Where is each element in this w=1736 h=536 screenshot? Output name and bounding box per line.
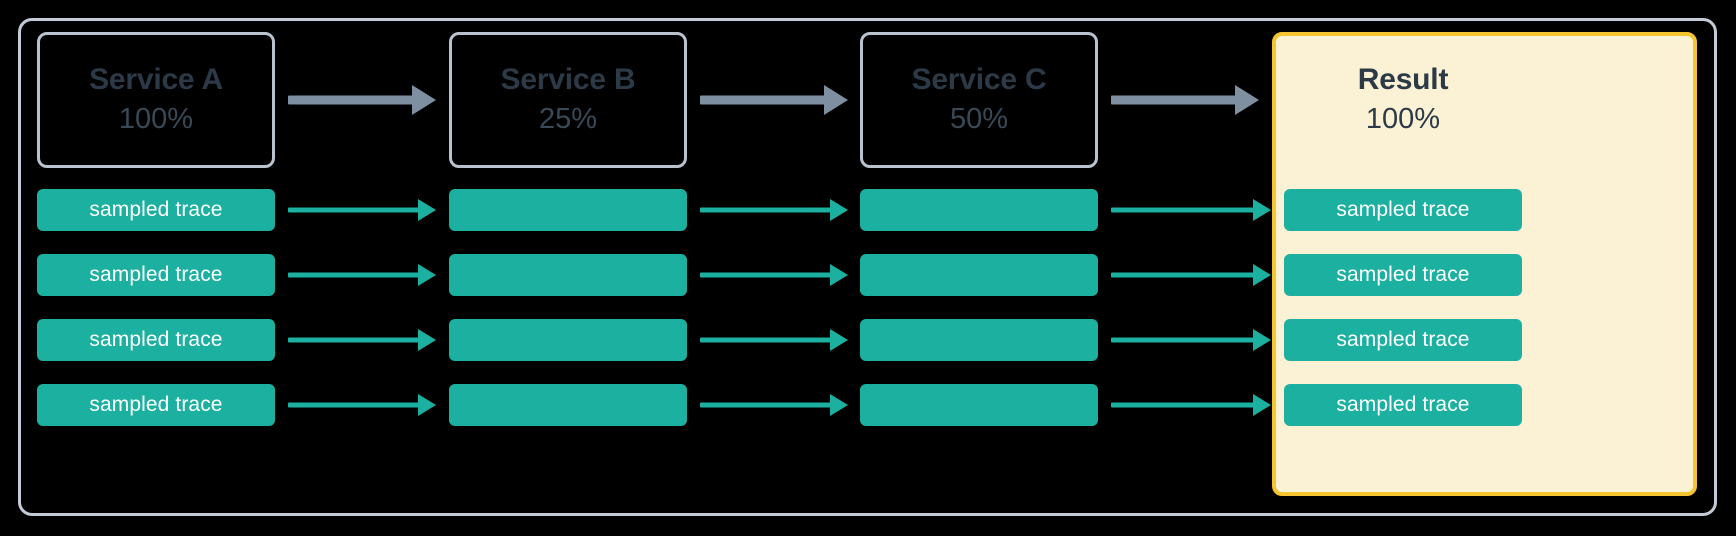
arrow-head xyxy=(418,329,436,351)
arrow-shaft xyxy=(1111,402,1255,408)
arrow-head xyxy=(830,394,848,416)
diagram-outer-frame xyxy=(18,18,1717,516)
trace-bar-service-a-row-3[interactable]: sampled trace xyxy=(37,319,275,361)
trace-arrow-c-to-result-row-4 xyxy=(1111,391,1271,419)
trace-bar-service-a-row-2[interactable]: sampled trace xyxy=(37,254,275,296)
service-box-service-c[interactable]: Service C 50% xyxy=(860,32,1098,168)
trace-bar-label: sampled trace xyxy=(1336,198,1470,221)
arrow-shaft xyxy=(288,207,420,213)
arrow-shaft xyxy=(700,402,832,408)
arrow-shaft xyxy=(1111,95,1239,105)
arrow-service-a-to-service-b xyxy=(288,85,436,115)
arrow-shaft xyxy=(288,337,420,343)
service-b-name: Service B xyxy=(500,62,636,96)
arrow-shaft xyxy=(700,337,832,343)
trace-bar-service-c-row-1[interactable] xyxy=(860,189,1098,231)
trace-arrow-b-to-c-row-3 xyxy=(700,326,848,354)
trace-arrow-b-to-c-row-4 xyxy=(700,391,848,419)
trace-bar-label: sampled trace xyxy=(1336,393,1470,416)
trace-bar-result-row-4[interactable]: sampled trace xyxy=(1284,384,1522,426)
arrow-head xyxy=(1253,329,1271,351)
trace-bar-label: sampled trace xyxy=(89,393,223,416)
service-box-service-b[interactable]: Service B 25% xyxy=(449,32,687,168)
service-c-percent: 50% xyxy=(949,103,1009,136)
arrow-head xyxy=(412,85,436,115)
trace-bar-service-c-row-3[interactable] xyxy=(860,319,1098,361)
arrow-head xyxy=(824,85,848,115)
trace-arrow-b-to-c-row-2 xyxy=(700,261,848,289)
trace-bar-label: sampled trace xyxy=(89,328,223,351)
trace-bar-service-a-row-4[interactable]: sampled trace xyxy=(37,384,275,426)
trace-arrow-a-to-b-row-1 xyxy=(288,196,436,224)
arrow-head xyxy=(418,264,436,286)
result-name: Result xyxy=(1357,62,1449,96)
arrow-shaft xyxy=(288,402,420,408)
trace-bar-label: sampled trace xyxy=(1336,328,1470,351)
arrow-head xyxy=(418,199,436,221)
trace-bar-service-c-row-4[interactable] xyxy=(860,384,1098,426)
arrow-head xyxy=(1253,394,1271,416)
arrow-shaft xyxy=(700,95,828,105)
arrow-head xyxy=(1253,199,1271,221)
arrow-shaft xyxy=(1111,272,1255,278)
trace-bar-service-c-row-2[interactable] xyxy=(860,254,1098,296)
trace-bar-service-b-row-3[interactable] xyxy=(449,319,687,361)
service-c-name: Service C xyxy=(911,62,1047,96)
service-a-percent: 100% xyxy=(118,103,194,136)
trace-arrow-c-to-result-row-1 xyxy=(1111,196,1271,224)
arrow-head xyxy=(1235,85,1259,115)
arrow-shaft xyxy=(288,272,420,278)
arrow-head xyxy=(1253,264,1271,286)
trace-arrow-a-to-b-row-4 xyxy=(288,391,436,419)
arrow-shaft xyxy=(1111,337,1255,343)
arrow-shaft xyxy=(700,272,832,278)
trace-bar-result-row-3[interactable]: sampled trace xyxy=(1284,319,1522,361)
trace-bar-service-b-row-1[interactable] xyxy=(449,189,687,231)
arrow-head xyxy=(830,264,848,286)
arrow-head xyxy=(418,394,436,416)
trace-bar-label: sampled trace xyxy=(1336,263,1470,286)
trace-bar-service-b-row-2[interactable] xyxy=(449,254,687,296)
trace-arrow-c-to-result-row-2 xyxy=(1111,261,1271,289)
trace-bar-service-b-row-4[interactable] xyxy=(449,384,687,426)
arrow-service-c-to-result xyxy=(1111,85,1259,115)
service-a-name: Service A xyxy=(89,62,223,96)
trace-bar-service-a-row-1[interactable]: sampled trace xyxy=(37,189,275,231)
arrow-service-b-to-service-c xyxy=(700,85,848,115)
trace-arrow-a-to-b-row-3 xyxy=(288,326,436,354)
trace-bar-label: sampled trace xyxy=(89,263,223,286)
arrow-shaft xyxy=(288,95,416,105)
arrow-head xyxy=(830,199,848,221)
arrow-shaft xyxy=(1111,207,1255,213)
trace-arrow-a-to-b-row-2 xyxy=(288,261,436,289)
service-b-percent: 25% xyxy=(538,103,598,136)
trace-bar-result-row-1[interactable]: sampled trace xyxy=(1284,189,1522,231)
arrow-shaft xyxy=(700,207,832,213)
trace-bar-result-row-2[interactable]: sampled trace xyxy=(1284,254,1522,296)
result-percent: 100% xyxy=(1365,103,1441,136)
trace-arrow-c-to-result-row-3 xyxy=(1111,326,1271,354)
trace-bar-label: sampled trace xyxy=(89,198,223,221)
service-box-service-a[interactable]: Service A 100% xyxy=(37,32,275,168)
arrow-head xyxy=(830,329,848,351)
trace-arrow-b-to-c-row-1 xyxy=(700,196,848,224)
service-box-result[interactable]: Result 100% xyxy=(1284,32,1522,168)
